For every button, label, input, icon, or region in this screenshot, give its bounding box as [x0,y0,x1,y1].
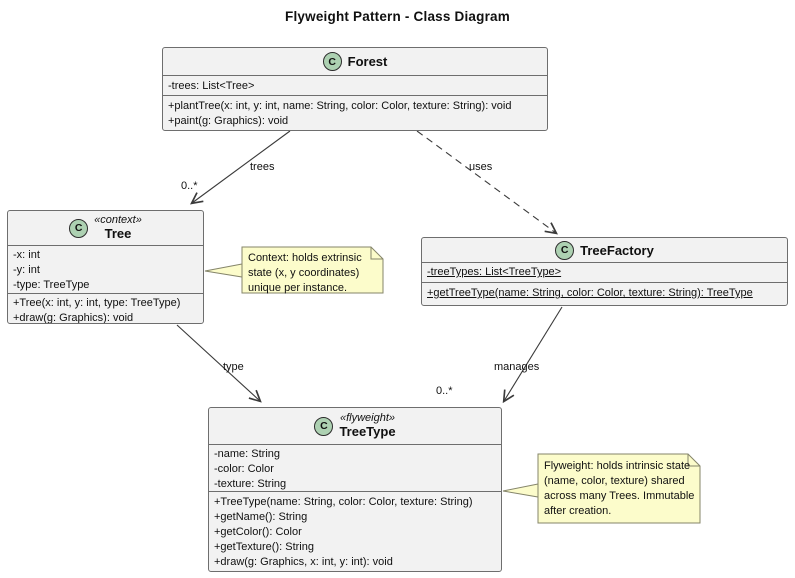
note-context-connector [204,263,243,278]
class-name-forest: Forest [347,54,388,69]
attribute-row: -x: int [13,249,40,261]
methods-section: +plantTree(x: int, y: int, name: String,… [163,96,547,130]
class-header-forest: C Forest [163,48,547,76]
method-row: +draw(g: Graphics, x: int, y: int): void [214,556,393,568]
class-header-treetype: C «flyweight» TreeType [209,408,501,445]
attribute-row: -color: Color [214,463,274,475]
class-name-tree: Tree [104,225,132,241]
edge-label-uses: uses [469,161,493,173]
method-row: +paint(g: Graphics): void [168,115,289,127]
edge-forest-tree [192,130,291,203]
badge-letter: C [328,55,336,68]
note-flyweight: Flyweight: holds intrinsic state (name, … [544,460,695,517]
class-name-treetype: TreeType [339,423,396,439]
attributes-section: -x: int -y: int -type: TreeType [8,246,203,294]
attributes-section: -treeTypes: List<TreeType> [422,263,787,283]
method-row: +getName(): String [214,511,308,523]
methods-section: +Tree(x: int, y: int, type: TreeType) +d… [8,294,203,324]
class-c-badge-icon: C [69,218,89,238]
note-context-shape [204,246,384,294]
badge-letter: C [74,222,83,234]
stereotype-label: «context» [94,214,142,227]
stereotype-label: «flyweight» [339,412,396,425]
attributes-section: -trees: List<Tree> [163,76,547,96]
class-header-tree: C «context» Tree [8,211,203,246]
method-row: +Tree(x: int, y: int, type: TreeType) [13,297,181,309]
class-box-tree: C «context» Tree -x: int -y: int -type: … [7,210,204,324]
methods-section: +TreeType(name: String, color: Color, te… [209,492,501,571]
class-c-badge-icon: C [322,52,342,71]
method-row: +getTexture(): String [214,541,314,553]
attribute-row: -y: int [13,264,40,276]
edge-label-trees: trees [250,161,275,173]
page-title: Flyweight Pattern - Class Diagram [285,9,510,24]
edge-tree-treetype [176,324,260,401]
method-row: +plantTree(x: int, y: int, name: String,… [168,100,512,112]
class-c-badge-icon: C [314,416,334,436]
method-row: +getColor(): Color [214,526,302,538]
attribute-row: -trees: List<Tree> [168,80,255,92]
multiplicity-label-manages: 0..* [436,385,453,397]
note-flyweight-shape [502,453,701,524]
attributes-section: -name: String -color: Color -texture: St… [209,445,501,492]
class-box-forest: C Forest -trees: List<Tree> +plantTree(x… [162,47,548,131]
note-flyweight-connector [502,483,539,498]
method-row: +TreeType(name: String, color: Color, te… [214,496,473,508]
multiplicity-label-trees: 0..* [181,180,198,192]
attribute-row: -texture: String [214,478,287,490]
attribute-row: -type: TreeType [13,279,90,291]
class-header-treefactory: C TreeFactory [422,238,787,263]
method-row: +draw(g: Graphics): void [13,312,134,324]
edge-treefactory-treetype [504,306,563,401]
edge-forest-treefactory-dashed [416,130,556,233]
badge-letter: C [320,420,328,432]
methods-section: +getTreeType(name: String, color: Color,… [422,283,787,305]
note-context: Context: holds extrinsic state (x, y coo… [248,252,362,294]
edge-label-manages: manages [494,361,540,373]
attribute-row-static: -treeTypes: List<TreeType> [427,266,562,278]
badge-letter: C [560,244,569,256]
class-name-treefactory: TreeFactory [580,242,654,258]
method-row-static: +getTreeType(name: String, color: Color,… [427,287,753,299]
attribute-row: -name: String [214,448,281,460]
class-box-treefactory: C TreeFactory -treeTypes: List<TreeType>… [421,237,788,306]
edge-label-type: type [223,361,244,373]
class-c-badge-icon: C [555,240,575,260]
class-box-treetype: C «flyweight» TreeType -name: String -co… [208,407,502,572]
